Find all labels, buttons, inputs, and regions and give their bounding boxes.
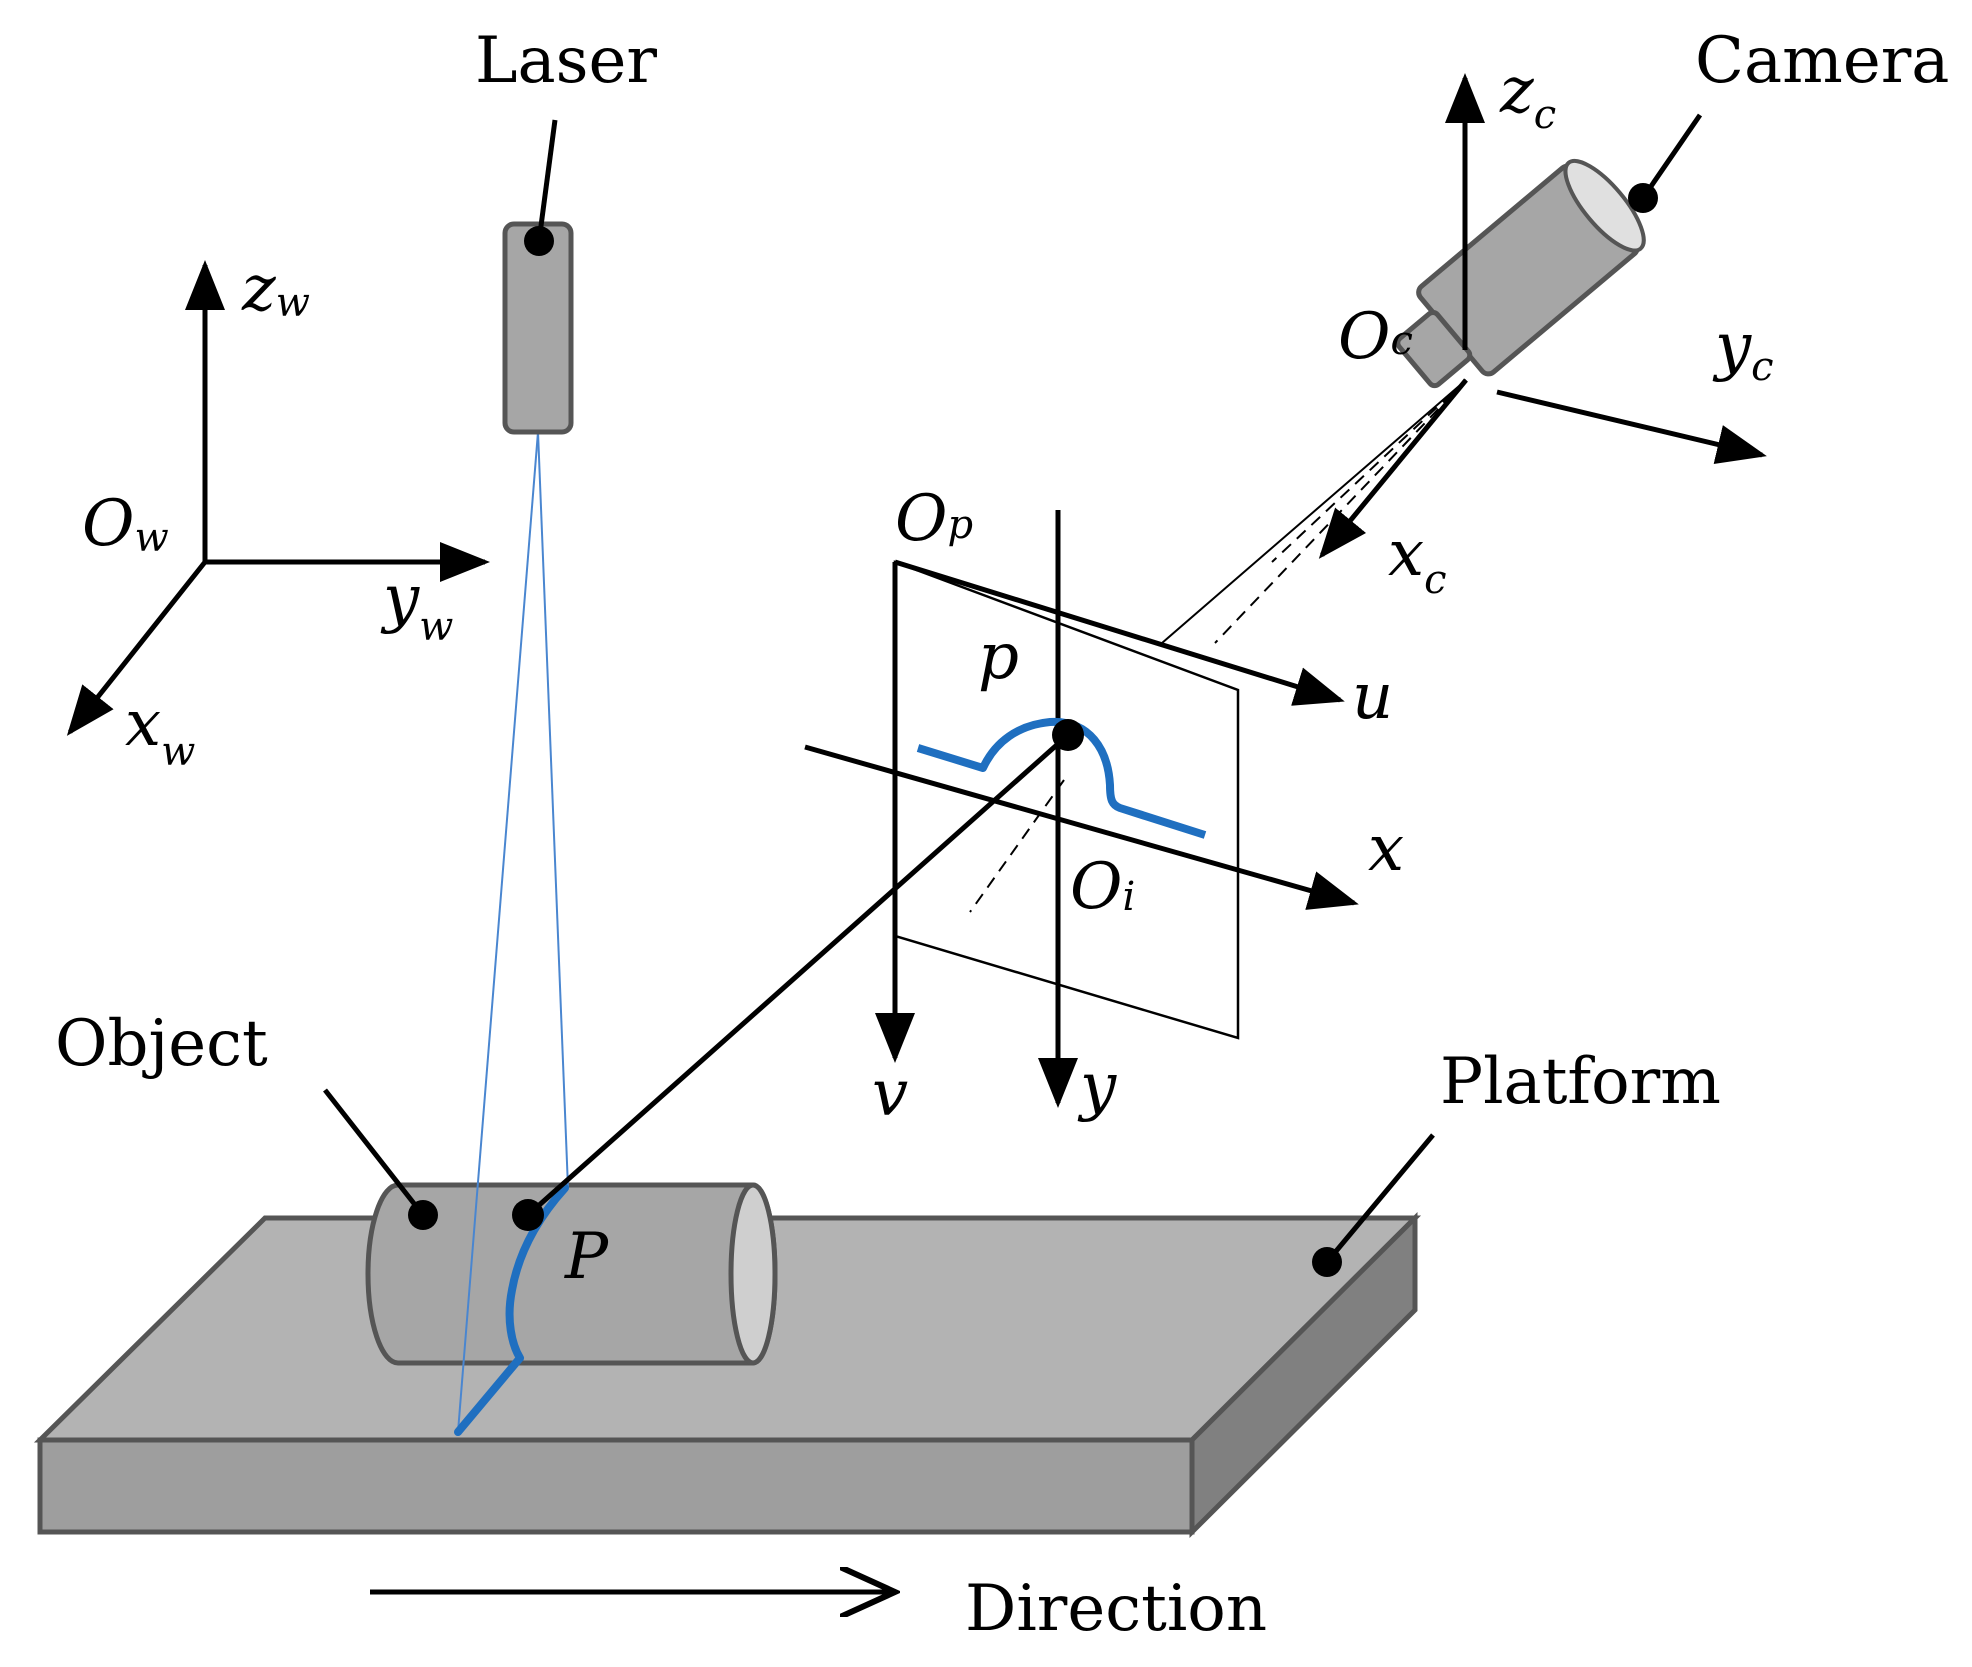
- cylinder-end-face: [728, 1182, 778, 1366]
- laser-device: [502, 221, 574, 435]
- camera-dot: [1628, 183, 1658, 213]
- platform-front: [37, 1437, 1195, 1535]
- world-frame-axes: [66, 260, 490, 736]
- world-x-label: xw: [125, 687, 195, 775]
- camera-y-axis: [1496, 389, 1767, 465]
- world-x-axis: [66, 560, 207, 736]
- pixel-origin-label: Op: [895, 482, 973, 556]
- pixel-u-label: u: [1352, 660, 1393, 734]
- object-label: Object: [55, 1007, 268, 1081]
- leader-lines: [323, 113, 1703, 1264]
- camera-label: Camera: [1695, 24, 1949, 98]
- platform-dot: [1312, 1247, 1342, 1277]
- image-point-dot: [1052, 719, 1084, 751]
- camera-device: [1395, 158, 1646, 389]
- camera-z-label: zc: [1499, 54, 1556, 138]
- world-point-dot: [512, 1199, 544, 1231]
- image-point-label: p: [978, 620, 1019, 694]
- laser-beam: [457, 431, 569, 1433]
- camera-x-label: xc: [1388, 517, 1447, 603]
- world-point-label: P: [564, 1220, 609, 1294]
- world-z-label: zw: [241, 252, 310, 326]
- image-y-label: y: [1077, 1050, 1117, 1124]
- world-y-label: yw: [380, 562, 453, 650]
- pixel-v-label: v: [872, 1057, 908, 1131]
- image-x-label: x: [1368, 812, 1404, 886]
- camera-origin-label: Oc: [1338, 300, 1413, 374]
- direction-label: Direction: [965, 1572, 1267, 1646]
- laser-dot: [524, 226, 554, 256]
- image-laser-profile: [916, 717, 1207, 839]
- platform-label: Platform: [1440, 1045, 1721, 1119]
- camera-x-axis: [1318, 378, 1468, 559]
- pixel-u-axis: [894, 559, 1345, 706]
- object-cylinder: [365, 1182, 778, 1366]
- laser-stripe-on-object: [454, 1184, 569, 1436]
- camera-frame-axes: [1318, 73, 1767, 559]
- marker-dots: [408, 183, 1658, 1277]
- image-x-axis: [804, 744, 1359, 910]
- image-axes: [804, 510, 1359, 1108]
- image-origin-label: Oi: [1070, 850, 1135, 924]
- world-origin-label: Ow: [82, 487, 169, 561]
- laser-label: Laser: [475, 24, 657, 98]
- projection-ray: [526, 733, 1070, 1217]
- image-plane: [893, 560, 1240, 1040]
- object-dot: [408, 1200, 438, 1230]
- platform-side: [1189, 1211, 1418, 1539]
- camera-y-label: yc: [1712, 310, 1774, 390]
